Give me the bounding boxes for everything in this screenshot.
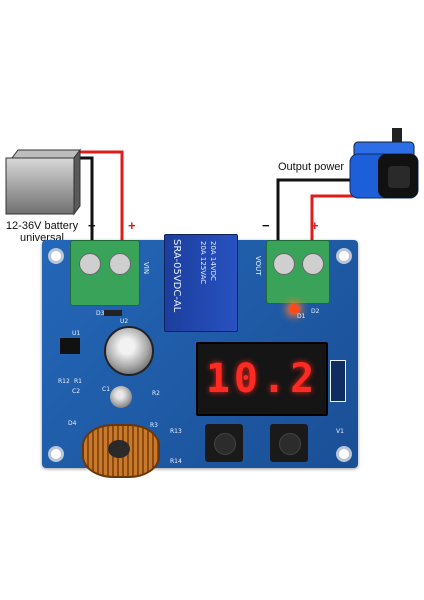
screw-icon (79, 253, 101, 275)
pin-header (330, 360, 346, 402)
d4-label: D4 (68, 420, 77, 427)
relay-model: SRA-05VDC-AL (171, 239, 182, 313)
output-plus-sign: + (311, 218, 319, 233)
c2-label: C2 (72, 388, 81, 395)
small-capacitor (110, 386, 132, 408)
u2-label: U2 (120, 318, 129, 325)
r1-label: R1 (74, 378, 82, 385)
d1-label: D1 (297, 313, 306, 320)
u1-label: U1 (72, 330, 81, 337)
seven-segment-display: 10.2 (196, 342, 328, 416)
relay-rating-1: 20A 14VDC (209, 241, 217, 281)
inductor-core (108, 440, 130, 458)
screw-icon (302, 253, 324, 275)
status-led-d1 (289, 304, 299, 314)
d2-label: D2 (311, 308, 320, 315)
water-pump-icon (349, 128, 419, 199)
left-push-button[interactable] (205, 424, 243, 462)
battery-plus-sign: + (128, 218, 136, 233)
output-minus-sign: − (262, 218, 270, 233)
input-terminal-block (70, 240, 140, 306)
screw-icon (273, 253, 295, 275)
c1-label: C1 (102, 386, 111, 393)
battery-label: 12-36V battery universal (3, 220, 81, 244)
relay-rating-2: 20A 125VAC (199, 241, 207, 285)
output-terminal-block (266, 240, 330, 304)
mounting-hole-bottom-left (48, 446, 64, 462)
battery-red-wire (74, 150, 124, 258)
battery-label-line1: 12-36V battery (5, 220, 79, 232)
r2-label: R2 (152, 390, 160, 397)
r3-label: R3 (150, 422, 158, 429)
mounting-hole-top-left (48, 248, 64, 264)
v1-label: V1 (336, 428, 344, 435)
r12-label: R12 (58, 378, 70, 385)
mounting-hole-top-right (336, 248, 352, 264)
voltage-readout: 10.2 (205, 356, 319, 402)
output-red-wire (310, 194, 355, 258)
relay: 20A 14VDC 20A 125VAC SRA-05VDC-AL (164, 234, 238, 332)
vin-label: VIN (142, 262, 150, 275)
screw-icon (109, 253, 131, 275)
diode-d3 (104, 310, 122, 316)
battery-black-wire (78, 156, 94, 258)
output-power-label: Output power (278, 161, 345, 173)
mounting-hole-bottom-right (336, 446, 352, 462)
vout-label: VOUT (254, 256, 262, 276)
electrolytic-capacitor (104, 326, 154, 376)
r13-label: R13 (170, 428, 182, 435)
ic-u1 (60, 338, 80, 354)
d3-label: D3 (96, 310, 105, 317)
r14-label: R14 (170, 458, 182, 465)
output-black-wire (276, 178, 352, 258)
battery-minus-sign: − (88, 218, 96, 233)
right-push-button[interactable] (270, 424, 308, 462)
battery-icon (5, 148, 81, 216)
